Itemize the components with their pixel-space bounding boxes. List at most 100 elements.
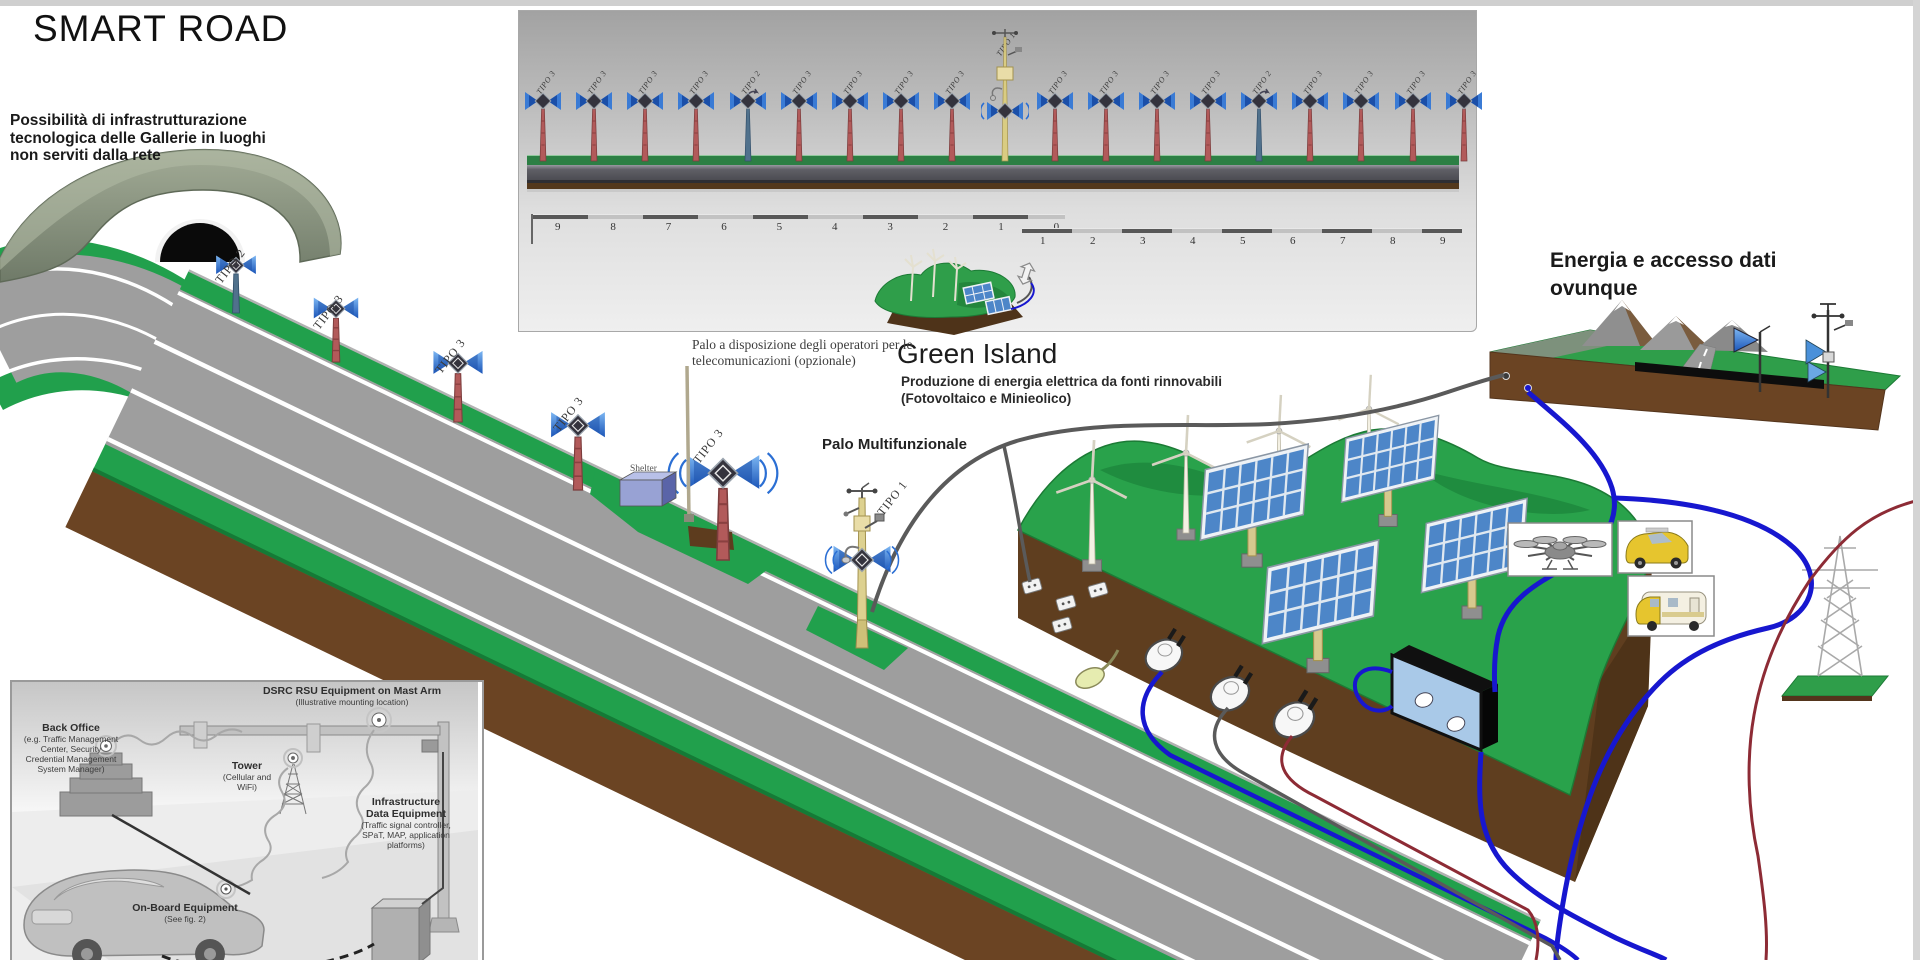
scale-number: 3 — [887, 221, 893, 233]
street-lamp — [1075, 649, 1120, 689]
energy-plateau — [1489, 300, 1902, 431]
onboard-title: On-Board Equipment — [132, 902, 238, 914]
scale-number: 8 — [1390, 235, 1396, 247]
camper-photo — [1627, 575, 1715, 637]
inset-pole: TIPO 2 — [726, 11, 770, 191]
weather-station — [1805, 303, 1853, 398]
hv-cable-red — [1747, 498, 1920, 960]
page-right-border — [1913, 0, 1920, 960]
cell-tower — [279, 748, 307, 815]
green-island-title: Green Island — [897, 338, 1058, 369]
page-title: SMART ROAD — [33, 8, 289, 49]
inset-pole: TIPO 3 — [1033, 11, 1077, 191]
photo-frames — [1507, 520, 1715, 637]
scale-number: 4 — [832, 221, 838, 233]
tower-subtitle: (Cellular and WiFi) — [222, 772, 272, 792]
scale-number: 2 — [942, 221, 949, 233]
wireless-signals — [113, 728, 375, 888]
scale-number: 6 — [1290, 235, 1296, 247]
tunnel-note: Possibilità di infrastrutturazione tecno… — [10, 112, 266, 164]
infrastructure-title: Infrastructure Data Equipment — [366, 796, 446, 820]
scale-number: 9 — [555, 221, 561, 233]
horn-antenna — [1733, 325, 1771, 392]
inset-road-dirt — [527, 183, 1459, 189]
scale-number: 8 — [610, 221, 616, 233]
service-van-photo — [1617, 520, 1693, 574]
power-pylon — [1780, 535, 1890, 701]
inset-pole: TIPO 3 — [572, 11, 616, 191]
cables — [870, 373, 1920, 960]
shift-arrow-icon — [1016, 262, 1036, 285]
dsrc-title: DSRC RSU Equipment on Mast Arm — [262, 685, 442, 697]
shelter-box — [618, 471, 678, 507]
inset-pole: TIPO 1 — [981, 11, 1030, 191]
infrastructure-subtitle: (Traffic signal controller, SPaT, MAP, a… — [361, 820, 451, 850]
scale-number: 9 — [1440, 235, 1446, 247]
inset-pole: TIPO 3 — [1442, 11, 1486, 191]
inset-pole: TIPO 3 — [1288, 11, 1332, 191]
back-office-label: Back Office (e.g. Traffic Management Cen… — [22, 722, 120, 774]
scale-number: 1 — [1040, 235, 1046, 247]
equipment-cabinet — [370, 897, 432, 960]
power-cable-blue-loop — [1553, 495, 1814, 960]
grass-shade — [1420, 470, 1590, 514]
inset-pole: TIPO 2 — [1237, 11, 1281, 191]
scale-number: 3 — [1140, 235, 1146, 247]
inset-pole: TIPO 3 — [1186, 11, 1230, 191]
scale-number: 2 — [1090, 235, 1096, 247]
telecom-pole-note: Palo a disposizione degli operatori per … — [692, 337, 913, 368]
scale-number: 0 — [1053, 221, 1060, 233]
dsrc-inset: DSRC RSU Equipment on Mast Arm (Illustra… — [10, 680, 484, 960]
inset-pole: TIPO 3 — [521, 11, 565, 191]
tunnel — [0, 148, 342, 283]
inset-pole: TIPO 3 — [1339, 11, 1383, 191]
inset-road-grass — [527, 155, 1459, 166]
dsrc-illustration — [12, 682, 478, 960]
inset-pole: TIPO 3 — [777, 11, 821, 191]
scale-number: 5 — [1240, 235, 1246, 247]
scale-number: 4 — [1190, 235, 1196, 247]
page-top-border — [0, 0, 1920, 6]
inset-pole: TIPO 3 — [1391, 11, 1435, 191]
inset-pole: TIPO 3 — [930, 11, 974, 191]
tower-title: Tower — [231, 760, 263, 772]
info-display — [1353, 645, 1498, 753]
scale-number: 7 — [665, 221, 672, 233]
shelter-label: Shelter — [630, 464, 657, 474]
car — [23, 869, 265, 960]
infrastructure-label: Infrastructure Data Equipment (Traffic s… — [360, 796, 452, 850]
onboard-subtitle: (See fig. 2) — [164, 914, 206, 924]
dsrc-label: DSRC RSU Equipment on Mast Arm (Illustra… — [230, 685, 474, 707]
scale-number: 1 — [998, 221, 1004, 233]
scale-number: 6 — [721, 221, 727, 233]
inset-pole: TIPO 3 — [1084, 11, 1128, 191]
onboard-equipment-label: On-Board Equipment (See fig. 2) — [120, 902, 250, 924]
dsrc-subtitle: (Illustrative mounting location) — [295, 697, 409, 707]
inset-pole: TIPO 3 — [1135, 11, 1179, 191]
telecom-mast — [684, 365, 694, 522]
inset-pole: TIPO 3 — [674, 11, 718, 191]
multifunction-pole-label: Palo Multifunzionale — [822, 436, 967, 453]
mini-green-island — [874, 248, 1036, 335]
inset-pole: TIPO 3 — [879, 11, 923, 191]
data-cable-gray — [870, 373, 1505, 613]
drone-photo — [1507, 522, 1613, 577]
inset-pole: TIPO 3 — [623, 11, 667, 191]
scale-number: 5 — [776, 221, 783, 233]
island-equipment — [1021, 577, 1498, 753]
green-island-subtitle: Produzione di energia elettrica da fonti… — [901, 374, 1223, 406]
tower-label: Tower (Cellular and WiFi) — [212, 760, 282, 792]
back-office-subtitle: (e.g. Traffic Management Center, Securit… — [23, 734, 119, 774]
inset-pole: TIPO 3 — [828, 11, 872, 191]
energy-note: Energia e accesso dati ovunque — [1550, 249, 1777, 300]
roadside-poles — [216, 255, 900, 649]
inset-road-shadow — [527, 189, 1459, 192]
pole-tipo1-multifunction — [824, 482, 900, 649]
back-office-building — [59, 735, 153, 817]
back-office-title: Back Office — [42, 722, 100, 734]
